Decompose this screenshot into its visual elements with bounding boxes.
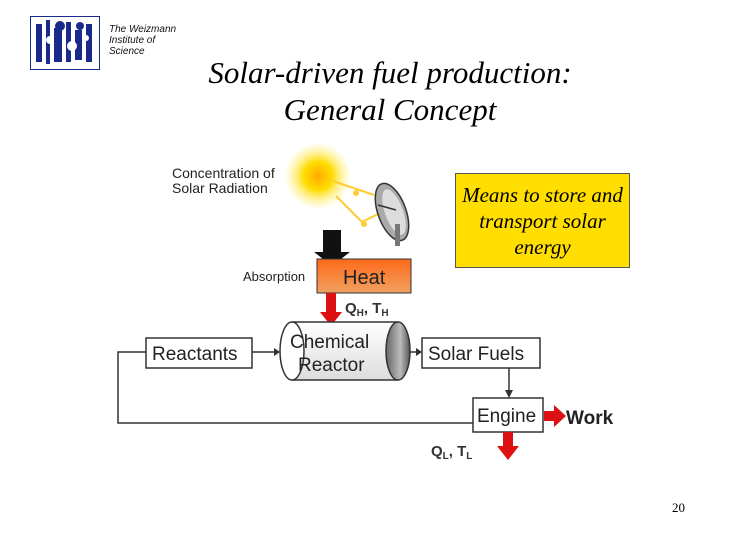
absorption-label: Absorption — [243, 269, 305, 284]
storage-callout: Means to store and transport solar energ… — [455, 173, 630, 268]
reactor-cylinder-icon — [279, 321, 411, 381]
slide-title: Solar-driven fuel production: General Co… — [120, 54, 660, 128]
reactor-label-2: Reactor — [298, 355, 365, 376]
heat-rejection-arrow-icon — [497, 432, 519, 460]
page-number: 20 — [672, 500, 685, 515]
title-line-2: General Concept — [283, 92, 497, 127]
recycle-loop-line — [117, 351, 475, 424]
heat-box — [316, 258, 412, 294]
solar-fuels-box — [421, 337, 541, 369]
ql-tl-label: QL, TL — [431, 443, 472, 462]
work-label: Work — [566, 408, 614, 429]
concentration-label-2: Solar Radiation — [172, 180, 268, 196]
reactants-label: Reactants — [152, 344, 238, 365]
solar-fuels-label: Solar Fuels — [428, 344, 524, 365]
work-arrow-icon — [544, 405, 566, 427]
weizmann-logo — [30, 16, 100, 70]
storage-callout-text: Means to store and transport solar energ… — [462, 182, 623, 259]
engine-label: Engine — [477, 406, 536, 427]
concentration-label-1: Concentration of — [172, 165, 275, 181]
heat-label: Heat — [343, 267, 386, 289]
institute-name: The Weizmann Institute of Science — [109, 24, 177, 57]
reactants-box — [145, 337, 253, 369]
sun-icon — [286, 144, 350, 208]
qh-th-label: QH, TH — [345, 300, 389, 319]
heat-flow-arrow-icon — [320, 293, 342, 326]
solar-dish-icon — [374, 182, 410, 246]
title-line-1: Solar-driven fuel production: — [208, 55, 572, 90]
reactor-label-1: Chemical — [290, 332, 369, 353]
